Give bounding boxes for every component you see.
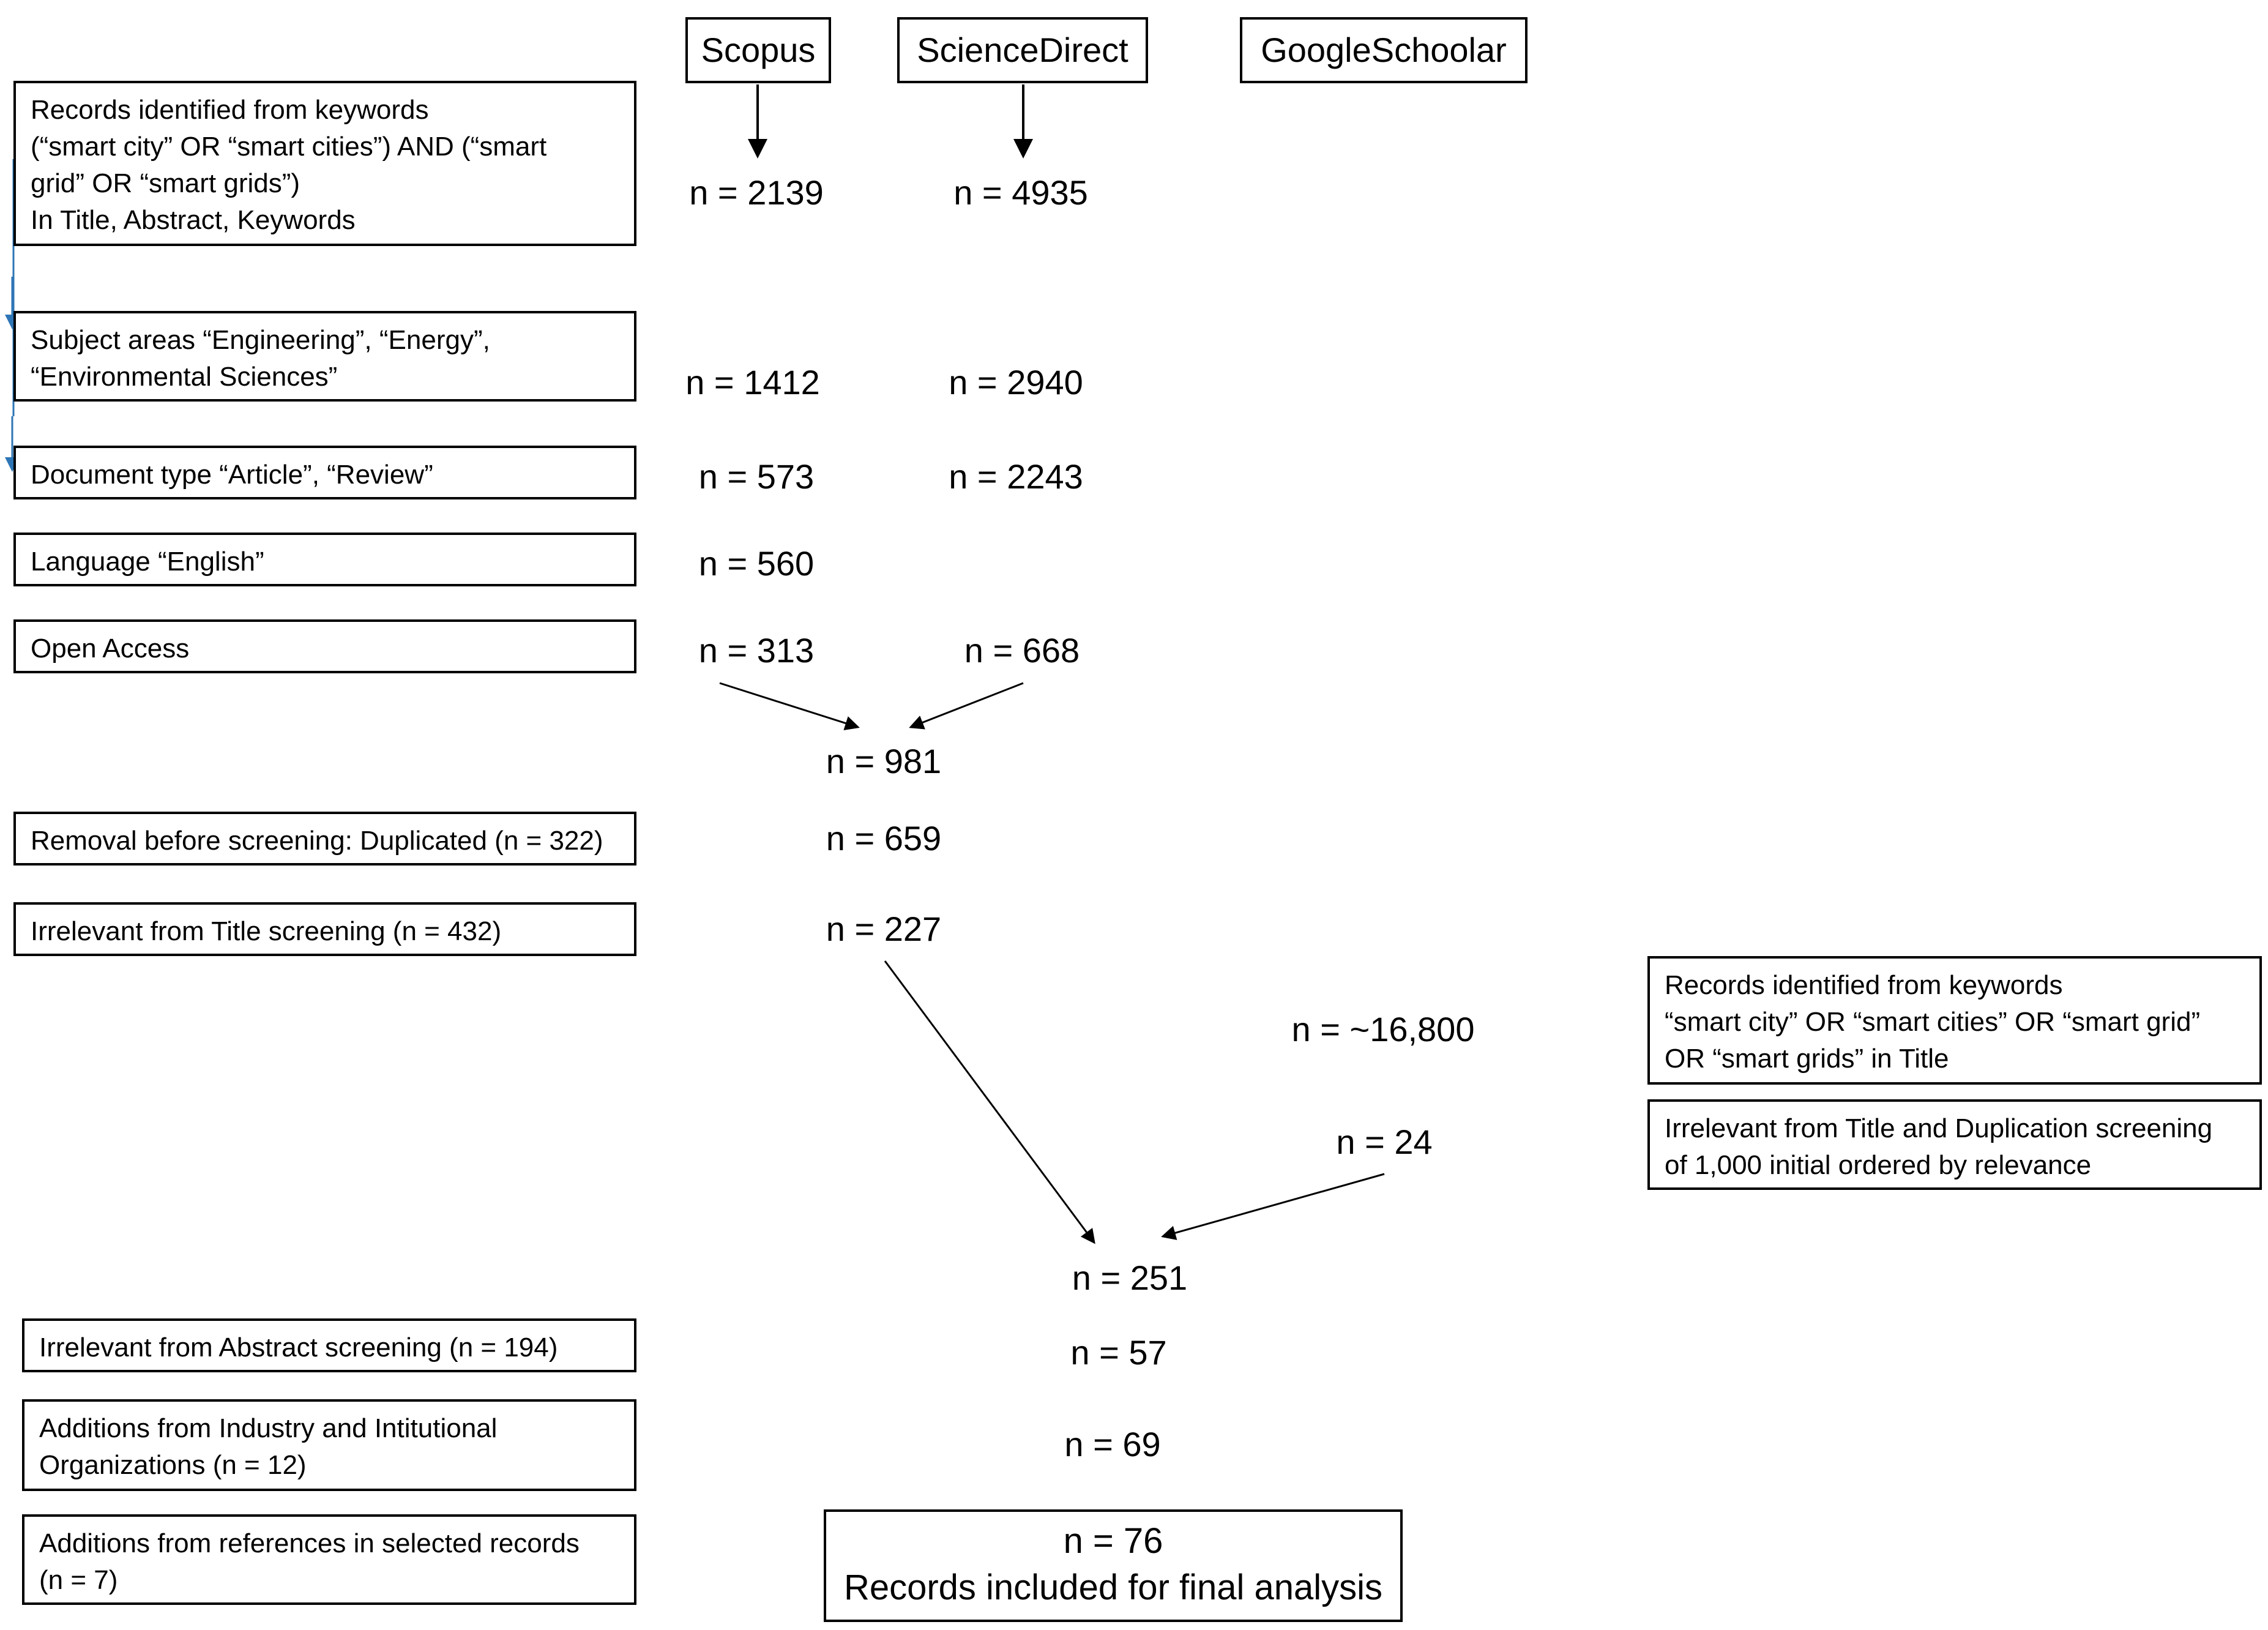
step-duplicates: Removal before screening: Duplicated (n … bbox=[13, 812, 636, 865]
step-text: Language “English” bbox=[31, 547, 264, 577]
final-records-box: n = 76 Records included for final analys… bbox=[824, 1509, 1403, 1622]
final-label: Records included for final analysis bbox=[843, 1568, 1383, 1607]
step-text: Document type “Article”, “Review” bbox=[31, 460, 433, 490]
step-text: Irrelevant from Abstract screening (n = … bbox=[39, 1333, 558, 1363]
step-reference-additions: Additions from references in selected re… bbox=[22, 1514, 636, 1605]
step-keywords: Records identified from keywords (“smart… bbox=[13, 81, 636, 246]
count-scholar-selected: n = 24 bbox=[1336, 1123, 1433, 1161]
count-scopus-keywords: n = 2139 bbox=[689, 173, 824, 212]
count-scopus-subject: n = 1412 bbox=[685, 363, 820, 402]
step-title-screening: Irrelevant from Title screening (n = 432… bbox=[13, 902, 636, 956]
step-text: “Environmental Sciences” bbox=[31, 362, 338, 392]
step-text: Records identified from keywords bbox=[1665, 970, 2063, 1000]
arrow-scholar-to-merged bbox=[1161, 1173, 1385, 1240]
step-text: of 1,000 initial ordered by relevance bbox=[1665, 1150, 2092, 1180]
step-text: Removal before screening: Duplicated (n … bbox=[31, 826, 603, 856]
step-scholar-keywords: Records identified from keywords “smart … bbox=[1647, 956, 2262, 1085]
count-sciencedirect-doctype: n = 2243 bbox=[949, 457, 1083, 496]
count-scopus-doctype: n = 573 bbox=[698, 457, 815, 496]
arrow-scopus-merge bbox=[719, 682, 860, 731]
source-label: Scopus bbox=[701, 31, 816, 69]
step-text: “smart city” OR “smart cities” OR “smart… bbox=[1665, 1007, 2201, 1037]
count-after-duplicates: n = 659 bbox=[826, 819, 942, 858]
step-text: Irrelevant from Title and Duplication sc… bbox=[1665, 1113, 2213, 1143]
count-scopus-open-access: n = 313 bbox=[698, 631, 815, 670]
count-scopus-language: n = 560 bbox=[698, 544, 815, 583]
step-text: Additions from Industry and Intitutional bbox=[39, 1413, 498, 1443]
step-text: Organizations (n = 12) bbox=[39, 1450, 307, 1480]
count-merged: n = 251 bbox=[1072, 1258, 1188, 1297]
step-text: (“smart city” OR “smart cities”) AND (“s… bbox=[31, 132, 547, 162]
step-text: In Title, Abstract, Keywords bbox=[31, 205, 356, 235]
step-open-access: Open Access bbox=[13, 619, 636, 673]
source-label: GoogleSchoolar bbox=[1261, 31, 1507, 69]
arrow-title-to-merged bbox=[884, 960, 1095, 1244]
step-subject-areas: Subject areas “Engineering”, “Energy”, “… bbox=[13, 311, 636, 402]
step-text: Open Access bbox=[31, 634, 190, 664]
step-text: Records identified from keywords bbox=[31, 95, 429, 125]
source-label: ScienceDirect bbox=[917, 31, 1128, 69]
final-count: n = 76 bbox=[1063, 1521, 1163, 1561]
step-abstract-screening: Irrelevant from Abstract screening (n = … bbox=[22, 1318, 636, 1372]
count-sciencedirect-keywords: n = 4935 bbox=[953, 173, 1088, 212]
source-sciencedirect: ScienceDirect bbox=[897, 17, 1148, 83]
step-text: Irrelevant from Title screening (n = 432… bbox=[31, 916, 502, 946]
step-text: (n = 7) bbox=[39, 1565, 118, 1595]
count-after-abstract: n = 57 bbox=[1070, 1333, 1167, 1372]
step-text: grid” OR “smart grids”) bbox=[31, 168, 300, 198]
step-text: Additions from references in selected re… bbox=[39, 1528, 580, 1558]
count-after-title: n = 227 bbox=[826, 910, 942, 948]
count-sciencedirect-subject: n = 2940 bbox=[949, 363, 1083, 402]
count-sciencedirect-open-access: n = 668 bbox=[964, 631, 1080, 670]
step-language: Language “English” bbox=[13, 533, 636, 586]
step-text: OR “smart grids” in Title bbox=[1665, 1044, 1949, 1074]
count-scholar-identified: n = ~16,800 bbox=[1291, 1010, 1475, 1049]
step-text: Subject areas “Engineering”, “Energy”, bbox=[31, 325, 490, 355]
count-combined: n = 981 bbox=[826, 742, 942, 780]
count-after-industry: n = 69 bbox=[1064, 1425, 1161, 1464]
source-scopus: Scopus bbox=[685, 17, 831, 83]
source-googleschoolar: GoogleSchoolar bbox=[1240, 17, 1528, 83]
step-industry-additions: Additions from Industry and Intitutional… bbox=[22, 1399, 636, 1491]
step-scholar-screening: Irrelevant from Title and Duplication sc… bbox=[1647, 1099, 2262, 1190]
step-document-type: Document type “Article”, “Review” bbox=[13, 446, 636, 499]
arrow-sciencedirect-merge bbox=[909, 682, 1024, 730]
